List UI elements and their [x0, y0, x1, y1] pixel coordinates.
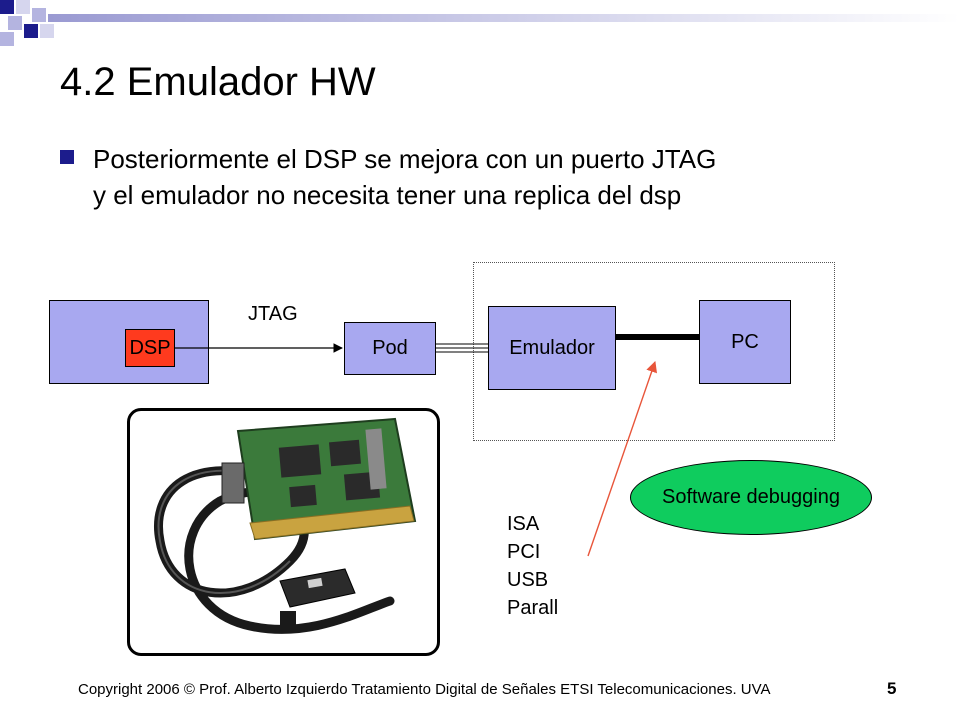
bus-type-usb: USB	[507, 569, 549, 591]
pc-box: PC	[699, 300, 791, 384]
corner-square-navy	[24, 24, 38, 38]
pod-box: Pod	[344, 322, 436, 375]
emulator-hardware-photo	[127, 408, 440, 656]
bullet-line-2: y el emulador no necesita tener una repl…	[93, 180, 682, 210]
dsp-label: DSP	[129, 336, 171, 359]
bullet-line-1: Posteriormente el DSP se mejora con un p…	[93, 144, 717, 174]
jtag-label: JTAG	[248, 303, 298, 325]
dsp-chip-box: DSP	[125, 329, 175, 367]
footer-copyright: Copyright 2006 © Prof. Alberto Izquierdo…	[78, 681, 771, 698]
page-number: 5	[887, 679, 897, 698]
pc-label: PC	[731, 330, 759, 353]
emulador-box: Emulador	[488, 306, 616, 390]
emulador-label: Emulador	[509, 336, 595, 359]
bus-type-parall: Parall	[507, 597, 559, 619]
corner-square-navy	[0, 0, 14, 14]
software-debugging-ellipse: Software debugging	[630, 460, 872, 535]
bullet-square-icon	[60, 150, 74, 164]
bus-type-isa: ISA	[507, 513, 540, 535]
bus-types-list: ISA PCI USB Parall	[507, 510, 558, 622]
corner-square-pale	[16, 0, 30, 14]
pod-label: Pod	[372, 337, 408, 359]
top-gradient-rule	[48, 14, 960, 22]
bus-type-pci: PCI	[507, 541, 541, 563]
slide-title: 4.2 Emulador HW	[60, 60, 376, 104]
corner-square-lavender	[0, 32, 14, 46]
software-debugging-label: Software debugging	[662, 486, 840, 508]
corner-square-lavender	[8, 16, 22, 30]
emulator-board-illustration	[154, 417, 417, 634]
target-board-box	[49, 300, 209, 384]
bullet-text: Posteriormente el DSP se mejora con un p…	[93, 141, 893, 213]
corner-square-pale	[40, 24, 54, 38]
corner-square-lavender	[32, 8, 46, 22]
